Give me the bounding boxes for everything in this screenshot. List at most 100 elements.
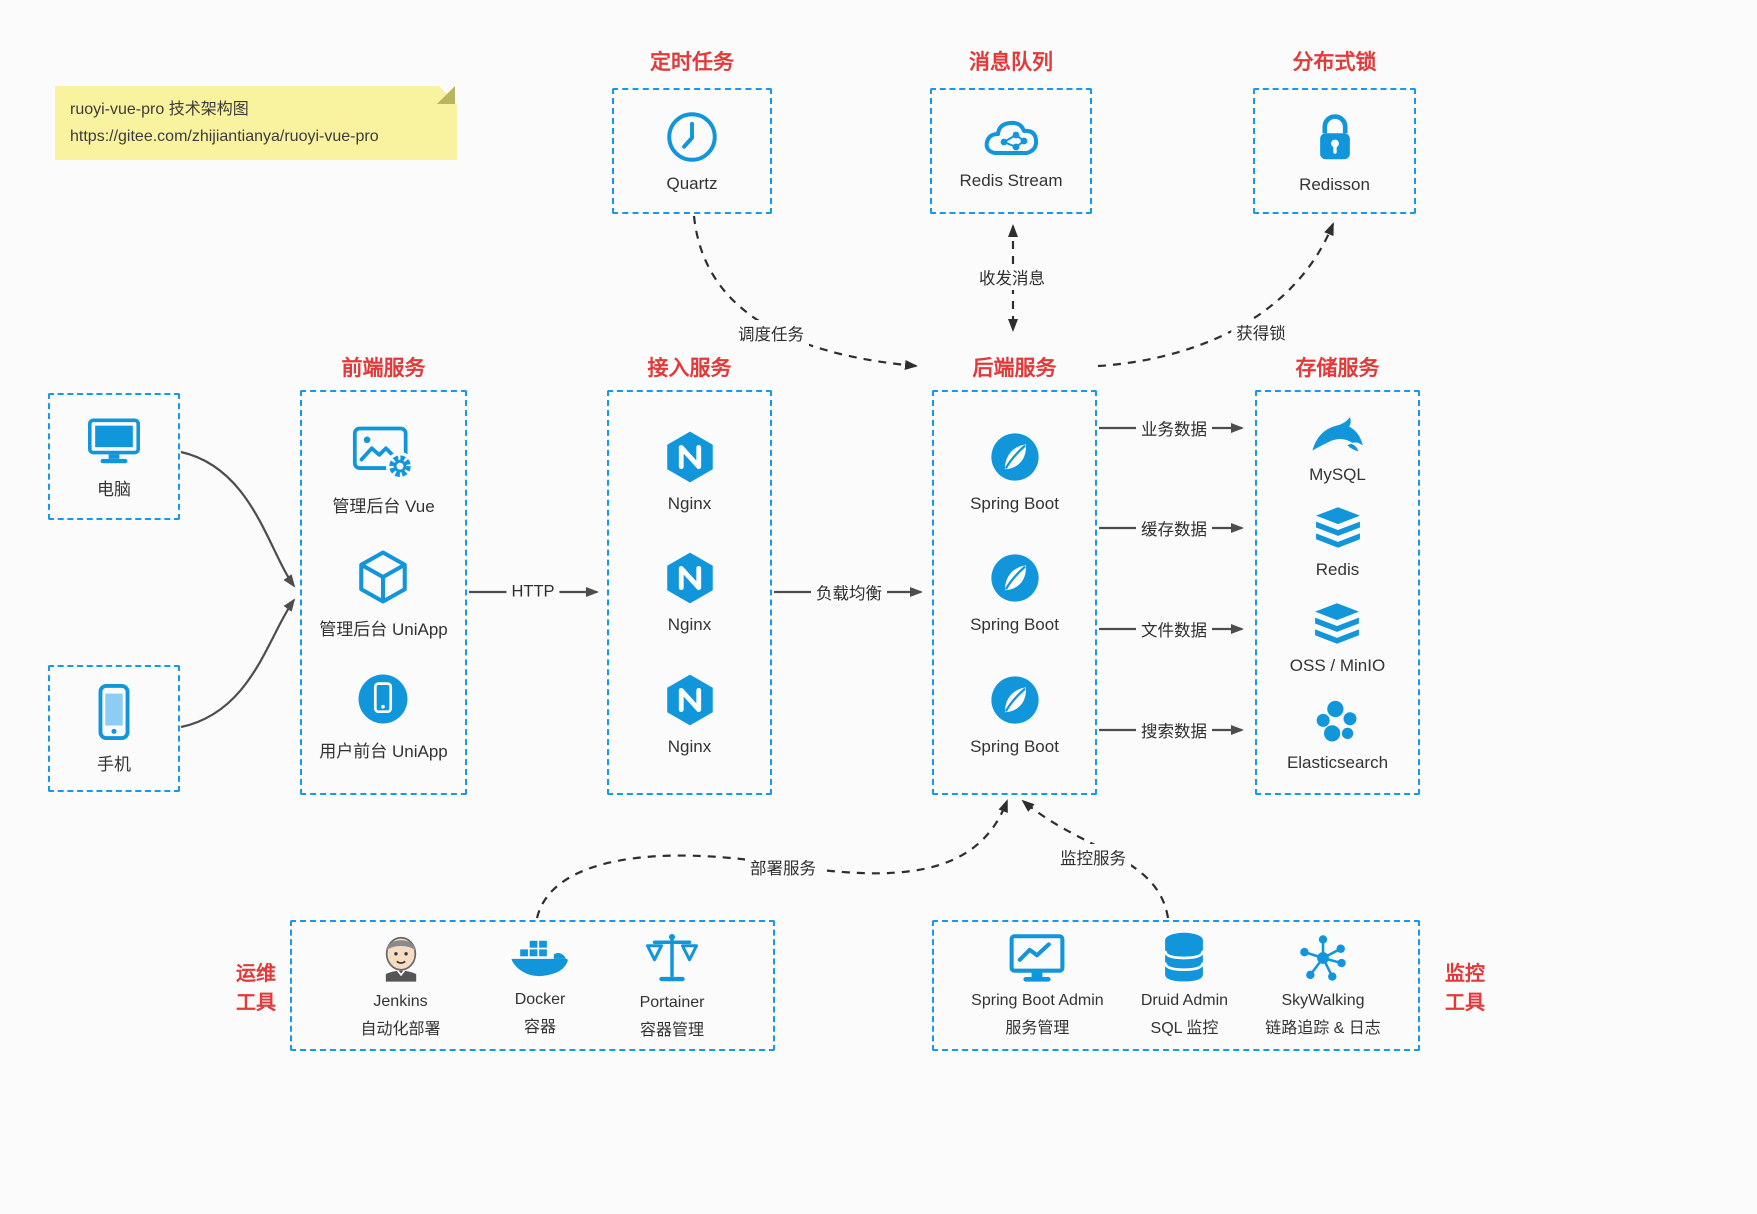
edge-label-deploy-service: 部署服务 (745, 854, 821, 880)
springboot-node-1: Spring Boot (970, 429, 1059, 514)
springboot-admin-node: Spring Boot Admin 服务管理 (971, 931, 1104, 1040)
redisson-label: Redisson (1299, 174, 1370, 194)
nginx-label-1: Nginx (667, 493, 712, 513)
springboot-admin-name: Spring Boot Admin (971, 992, 1104, 1010)
docker-desc: 容器 (524, 1018, 557, 1036)
cloud-stream-icon (979, 112, 1043, 162)
druid-node: Druid Admin SQL 监控 (1141, 931, 1228, 1040)
note-title: ruoyi-vue-pro 技术架构图 (70, 101, 249, 118)
monitor-tools-box: Spring Boot Admin 服务管理 Druid Admin SQL 监… (932, 920, 1420, 1051)
redis-stack-icon (1311, 505, 1365, 555)
smartphone-icon (96, 683, 132, 741)
redis-stream-label: Redis Stream (959, 170, 1063, 190)
oss-node: OSS / MinIO (1290, 601, 1385, 676)
gateway-box: Nginx Nginx Nginx (607, 390, 772, 795)
nginx-label-3: Nginx (667, 736, 712, 756)
nginx-node-1: Nginx (662, 429, 718, 514)
admin-vue-label: 管理后台 Vue (332, 496, 435, 516)
ops-side-title-line1: 运维 (236, 963, 276, 985)
jenkins-node: Jenkins 自动化部署 (361, 930, 441, 1041)
docker-name: Docker (514, 991, 566, 1009)
portainer-name: Portainer (639, 994, 705, 1012)
redis-label: Redis (1315, 560, 1360, 580)
scheduler-box: Quartz (612, 88, 772, 214)
admin-uniapp-node: 管理后台 UniApp (319, 548, 448, 640)
mysql-dolphin-icon (1308, 412, 1368, 460)
oss-stack-icon (1310, 601, 1364, 651)
monitor-side-title-line2: 工具 (1445, 992, 1485, 1014)
scheduler-group-title: 定时任务 (650, 51, 734, 74)
edge-label-schedule-task: 调度任务 (733, 320, 809, 346)
user-uniapp-label: 用户前台 UniApp (319, 742, 448, 762)
nginx-hexagon-icon (662, 429, 718, 485)
lock-box: Redisson (1253, 88, 1416, 214)
pc-client-box: 电脑 (48, 393, 180, 520)
backend-title: 后端服务 (972, 357, 1057, 380)
clock-icon (664, 109, 720, 165)
skywalking-name: SkyWalking (1281, 992, 1365, 1010)
redis-node: Redis (1311, 505, 1365, 580)
spring-leaf-icon (987, 672, 1043, 728)
jenkins-icon (374, 930, 428, 986)
portainer-desc: 容器管理 (640, 1021, 705, 1039)
edge-label-biz-data: 业务数据 (1136, 415, 1212, 441)
nginx-node-3: Nginx (662, 672, 718, 757)
note-fold-corner (437, 86, 455, 104)
lock-group-title: 分布式锁 (1292, 51, 1377, 74)
storage-title: 存储服务 (1295, 357, 1380, 380)
portainer-scales-icon (644, 929, 700, 987)
mq-box: Redis Stream (930, 88, 1092, 214)
jenkins-desc: 自动化部署 (360, 1020, 441, 1038)
jenkins-name: Jenkins (373, 993, 428, 1011)
skywalking-node: SkyWalking 链路追踪 & 日志 (1265, 931, 1381, 1040)
edge-label-http: HTTP (506, 581, 560, 603)
padlock-icon (1309, 108, 1361, 166)
spring-leaf-icon (987, 429, 1043, 485)
oss-label: OSS / MinIO (1289, 655, 1386, 675)
desktop-icon (85, 414, 143, 466)
nginx-hexagon-icon (662, 550, 718, 606)
edge-label-load-balance: 负载均衡 (811, 579, 887, 605)
frontend-title: 前端服务 (341, 357, 426, 380)
edge-label-send-receive-msg: 收发消息 (974, 264, 1050, 290)
mobile-node: 手机 (96, 683, 132, 775)
portainer-node: Portainer 容器管理 (639, 929, 705, 1042)
edge-label-search-data: 搜索数据 (1136, 717, 1212, 743)
elasticsearch-label: Elasticsearch (1286, 752, 1389, 772)
ops-side-title: 运维 工具 (228, 960, 284, 1018)
edge-label-acquire-lock: 获得锁 (1231, 319, 1291, 345)
monitor-chart-icon (1008, 931, 1066, 985)
elasticsearch-icon (1311, 696, 1363, 748)
nginx-label-2: Nginx (667, 615, 712, 634)
sticky-note: ruoyi-vue-pro 技术架构图 https://gitee.com/zh… (55, 86, 457, 160)
mysql-label: MySQL (1309, 465, 1366, 485)
admin-uniapp-label: 管理后台 UniApp (319, 619, 448, 639)
pc-node: 电脑 (85, 414, 143, 500)
monitor-side-title: 监控 工具 (1437, 960, 1493, 1018)
pc-label: 电脑 (97, 479, 131, 499)
storage-box: MySQL Redis OSS / MinIO Elasticsearch (1255, 390, 1420, 795)
elasticsearch-node: Elasticsearch (1287, 696, 1388, 773)
note-url: https://gitee.com/zhijiantianya/ruoyi-vu… (70, 128, 379, 146)
redisson-node: Redisson (1299, 108, 1370, 195)
ops-tools-box: Jenkins 自动化部署 Docker 容器 (290, 920, 775, 1051)
frontend-box: 管理后台 Vue 管理后台 UniApp 用户前台 UniApp (300, 390, 467, 795)
docker-node: Docker 容器 (509, 932, 571, 1039)
springboot-node-3: Spring Boot (970, 672, 1059, 757)
nginx-node-2: Nginx (662, 550, 718, 635)
quartz-node: Quartz (664, 109, 720, 194)
user-app-icon (354, 670, 412, 728)
edge-label-file-data: 文件数据 (1136, 616, 1212, 642)
springboot-label-1: Spring Boot (970, 493, 1059, 513)
spring-leaf-icon (987, 550, 1043, 606)
admin-vue-node: 管理后台 Vue (332, 423, 435, 517)
database-icon (1160, 931, 1208, 985)
springboot-node-2: Spring Boot (970, 550, 1059, 635)
springboot-label-2: Spring Boot (970, 615, 1059, 634)
druid-name: Druid Admin (1140, 992, 1229, 1010)
topology-icon (1296, 931, 1350, 985)
quartz-label: Quartz (666, 173, 718, 193)
mobile-label: 手机 (97, 754, 131, 774)
